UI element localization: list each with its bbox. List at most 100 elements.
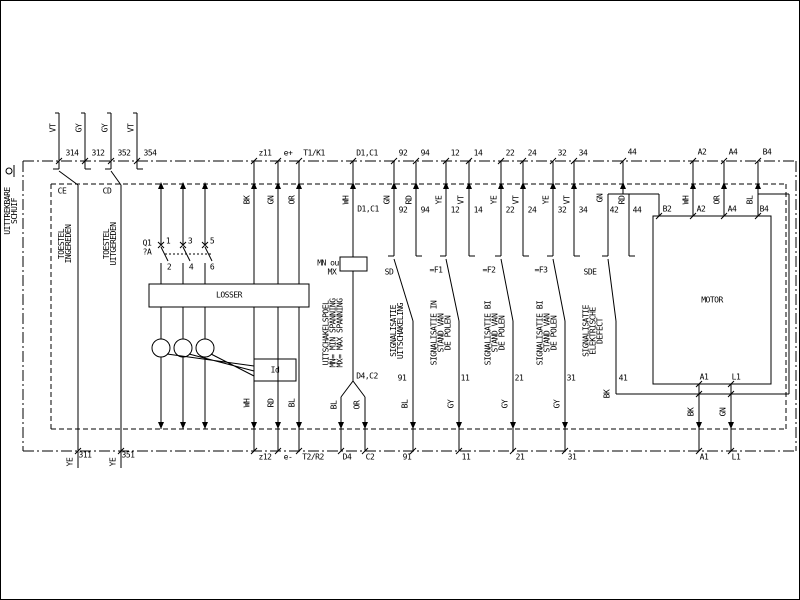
wire-color-ye-351: YE	[108, 457, 118, 467]
terminal-34-inner: 34	[578, 205, 588, 215]
terminal-12-top: 12	[450, 148, 460, 158]
device-q1: Q1	[142, 238, 152, 248]
contact-ce	[53, 161, 91, 468]
wire-color-gy-21: GY	[500, 399, 510, 409]
terminal-354: 354	[143, 148, 157, 158]
coil-label-mx: MX	[327, 267, 337, 277]
motor-terminal-l1: L1	[731, 372, 741, 382]
wire-color-vt-24: VT	[511, 195, 521, 205]
terminal-22-inner: 22	[505, 205, 515, 215]
wire-color-gn-42: GN	[595, 193, 605, 203]
device-motor: MOTOR	[701, 295, 723, 305]
wire-color-gn-l1: GN	[718, 407, 728, 417]
contact-cd	[105, 161, 143, 468]
terminal-21-inner: 21	[514, 373, 524, 383]
current-transformers	[151, 307, 255, 429]
desc-sig-in-stand-f1: SIGNALISATIE IN STAND VAN DE POLEN	[429, 300, 453, 366]
control-wires-z11	[253, 161, 300, 451]
desc-toestel-ingereden: TOESTEL INGEREDEN	[57, 224, 73, 264]
drawer-label: UITTREKBARE SCHUIF	[3, 187, 19, 235]
desc-sig-bi-stand-f3: SIGNALISATIE BI STAND VAN DE POLEN	[535, 300, 559, 366]
terminal-e-minus: e-	[283, 452, 293, 462]
incoming-aux-wires	[55, 112, 138, 161]
desc-sig-defect: SIGNALISATIE ELEKTRISCHE DEFECT	[581, 305, 605, 357]
terminal-14-inner: 14	[473, 205, 483, 215]
device-f1: =F1	[429, 265, 443, 275]
contact-sd	[388, 161, 422, 451]
contact-f1	[440, 161, 475, 451]
coil-label-mn: MN ou	[317, 258, 339, 268]
terminal-32-top: 32	[557, 148, 567, 158]
wire-color-gy-11: GY	[446, 399, 456, 409]
wire-color-gn-92: GN	[382, 195, 392, 205]
terminal-12-inner: 12	[450, 205, 460, 215]
desc-sig-bi-stand-f2: SIGNALISATIE BI STAND VAN DE POLEN	[483, 300, 507, 366]
breaker-pole-1: 1	[165, 236, 171, 246]
motor-terminal-a2: A2	[696, 204, 706, 214]
device-cd: CD	[102, 186, 112, 196]
terminal-44-inner: 44	[632, 205, 642, 215]
motor-terminal-b2: B2	[662, 204, 672, 214]
terminal-24-inner: 24	[527, 205, 537, 215]
wire-color-vt-314: VT	[48, 123, 58, 133]
wire-color-wh-d1c1: WH	[341, 195, 351, 205]
terminal-z11: z11	[258, 148, 272, 158]
contact-f2	[495, 161, 529, 451]
wire-color-rd-eminus: RD	[266, 398, 276, 408]
terminal-11-inner: 11	[460, 373, 470, 383]
losser-box	[148, 283, 310, 308]
terminal-b4-top: B4	[762, 147, 772, 157]
wire-color-vt-34: VT	[562, 195, 572, 205]
desc-toestel-uitgereden: TOESTEL UITGEREDEN	[102, 222, 118, 266]
cabinet-boundary	[22, 160, 797, 452]
breaker-pole-2: 2	[166, 262, 172, 272]
terminal-351: 351	[121, 450, 135, 460]
terminal-314: 314	[65, 148, 79, 158]
wire-color-bk-a1: BK	[686, 407, 696, 417]
wire-color-gy-352: GY	[100, 123, 110, 133]
device-ce: CE	[57, 186, 67, 196]
desc-uitschakelspoel: UITSCHAKELSPOEL MN= MIN SPANNING MX= MAX…	[321, 298, 345, 368]
terminal-a2-top: A2	[697, 147, 707, 157]
contact-f3	[547, 161, 580, 451]
terminal-92-top: 92	[398, 148, 408, 158]
wire-color-vt-14: VT	[456, 195, 466, 205]
wire-color-bl-91: BL	[400, 399, 410, 409]
wire-color-bk-41: BK	[602, 389, 612, 399]
terminal-d4c2-inner: D4,C2	[356, 371, 378, 381]
wire-color-ye-12: YE	[434, 195, 444, 205]
terminal-14-top: 14	[473, 148, 483, 158]
breaker-pole-6: 6	[209, 262, 215, 272]
trip-coil-symbol	[339, 161, 368, 451]
device-losser: LOSSER	[216, 290, 242, 300]
breaker-pole-4: 4	[188, 262, 194, 272]
wire-color-ye-32: YE	[541, 195, 551, 205]
wire-color-or-c2: OR	[352, 400, 362, 410]
terminal-a4-top: A4	[728, 147, 738, 157]
wire-color-bk-z11: BK	[242, 195, 252, 205]
terminal-d1c1-inner: D1,C1	[357, 204, 379, 214]
device-sd: SD	[384, 267, 394, 277]
terminal-44-top: 44	[627, 147, 637, 157]
wire-color-bl-b4: BL	[745, 195, 755, 205]
terminal-31-inner: 31	[566, 373, 576, 383]
breaker-q1-symbol	[157, 184, 213, 284]
terminal-92-inner: 92	[398, 205, 408, 215]
terminal-21: 21	[515, 452, 525, 462]
terminal-31: 31	[567, 452, 577, 462]
terminal-l1: L1	[731, 452, 741, 462]
wire-color-rd-94: RD	[404, 195, 414, 205]
terminal-32-inner: 32	[557, 205, 567, 215]
wire-color-bl-t2r2: BL	[287, 398, 297, 408]
drawer-symbol	[5, 165, 15, 177]
flow-arrows	[158, 182, 761, 429]
terminal-352: 352	[117, 148, 131, 158]
terminal-34-top: 34	[578, 148, 588, 158]
terminal-a1: A1	[699, 452, 709, 462]
wire-color-gy-31: GY	[552, 399, 562, 409]
terminal-42-inner: 42	[609, 205, 619, 215]
device-id-relay: Id	[270, 365, 280, 375]
terminal-91: 91	[402, 452, 412, 462]
boundary-ticks	[55, 157, 762, 455]
